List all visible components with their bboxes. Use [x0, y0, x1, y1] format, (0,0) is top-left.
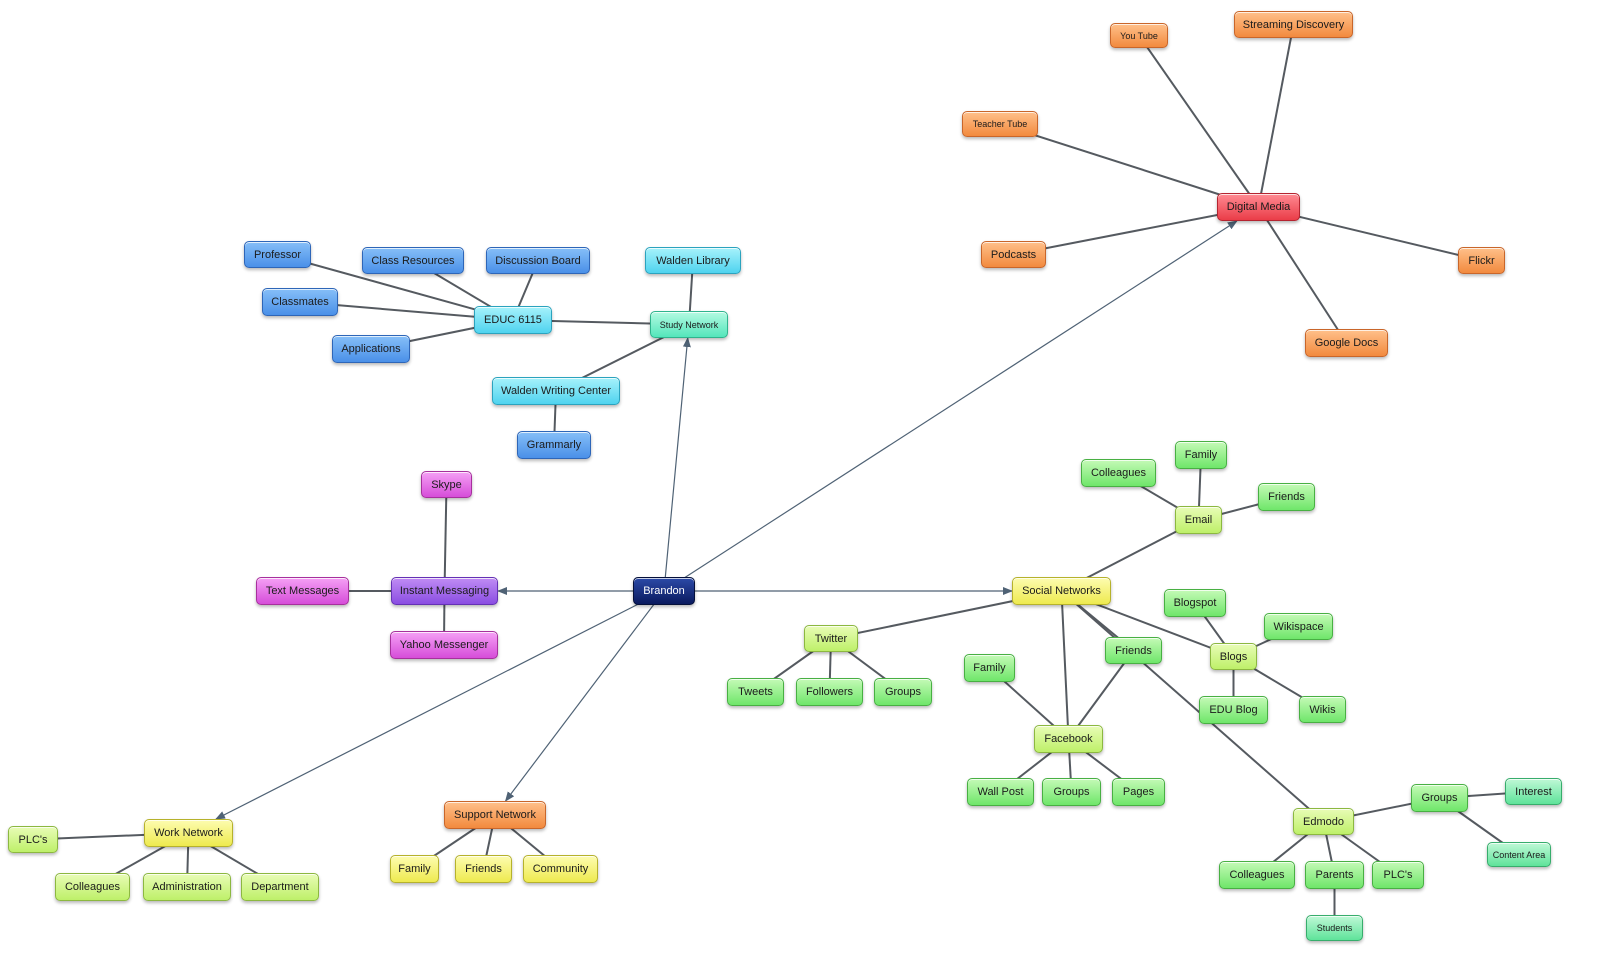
node-students[interactable]: Students — [1306, 915, 1363, 941]
connector-digital_media-streaming_discovery — [1257, 24, 1295, 208]
node-followers[interactable]: Followers — [796, 678, 863, 706]
node-community[interactable]: Community — [523, 855, 598, 883]
node-twitter[interactable]: Twitter — [804, 625, 858, 652]
node-support-friends[interactable]: Friends — [455, 855, 512, 883]
node-work-network[interactable]: Work Network — [144, 819, 233, 847]
node-support-family[interactable]: Family — [390, 855, 439, 883]
node-flickr[interactable]: Flickr — [1458, 247, 1505, 274]
node-walden-writing-center[interactable]: Walden Writing Center — [492, 377, 620, 405]
node-email[interactable]: Email — [1175, 506, 1222, 534]
node-facebook-groups[interactable]: Groups — [1042, 778, 1101, 806]
connector-instant_messaging-skype — [443, 484, 448, 592]
node-wall-post[interactable]: Wall Post — [967, 778, 1034, 806]
node-edmodo[interactable]: Edmodo — [1293, 808, 1354, 835]
node-streaming-discovery[interactable]: Streaming Discovery — [1234, 11, 1353, 38]
node-interest[interactable]: Interest — [1505, 778, 1562, 805]
node-walden-library[interactable]: Walden Library — [645, 247, 741, 274]
node-grammarly[interactable]: Grammarly — [517, 431, 591, 459]
node-twitter-groups[interactable]: Groups — [874, 678, 932, 706]
node-edu-blog[interactable]: EDU Blog — [1199, 696, 1268, 724]
node-applications[interactable]: Applications — [332, 335, 410, 363]
node-social-friends[interactable]: Friends — [1105, 637, 1162, 664]
node-email-colleagues[interactable]: Colleagues — [1081, 459, 1156, 487]
node-content-area[interactable]: Content Area — [1487, 842, 1551, 867]
node-email-friends[interactable]: Friends — [1258, 483, 1315, 511]
connector-brandon-study_network — [663, 337, 691, 592]
node-blogs[interactable]: Blogs — [1210, 643, 1257, 670]
node-skype[interactable]: Skype — [421, 471, 472, 498]
node-administration[interactable]: Administration — [143, 873, 231, 901]
node-class-resources[interactable]: Class Resources — [362, 247, 464, 274]
connector-brandon-digital_media — [663, 220, 1238, 592]
node-you-tube[interactable]: You Tube — [1110, 23, 1168, 48]
node-yahoo-messenger[interactable]: Yahoo Messenger — [390, 631, 498, 659]
node-brandon[interactable]: Brandon — [633, 577, 695, 605]
node-edmodo-plcs[interactable]: PLC's — [1372, 861, 1424, 889]
node-wikis[interactable]: Wikis — [1299, 696, 1346, 723]
node-pages[interactable]: Pages — [1112, 778, 1165, 806]
node-wikispace[interactable]: Wikispace — [1264, 613, 1333, 640]
node-facebook[interactable]: Facebook — [1034, 725, 1103, 753]
node-work-colleagues[interactable]: Colleagues — [55, 873, 130, 901]
node-study-network[interactable]: Study Network — [650, 311, 728, 338]
node-blogspot[interactable]: Blogspot — [1164, 589, 1226, 617]
connector-brandon-work_network — [215, 590, 665, 820]
node-classmates[interactable]: Classmates — [262, 288, 338, 316]
node-educ-6115[interactable]: EDUC 6115 — [474, 306, 552, 334]
node-discussion-board[interactable]: Discussion Board — [486, 247, 590, 274]
node-work-plcs[interactable]: PLC's — [8, 826, 58, 853]
node-digital-media[interactable]: Digital Media — [1217, 193, 1300, 221]
node-social-networks[interactable]: Social Networks — [1012, 577, 1111, 605]
node-department[interactable]: Department — [241, 873, 319, 901]
node-tweets[interactable]: Tweets — [727, 678, 784, 706]
connector-social_networks-facebook — [1060, 590, 1070, 740]
node-teacher-tube[interactable]: Teacher Tube — [962, 111, 1038, 137]
connector-digital_media-you_tube — [1138, 34, 1260, 208]
connector-digital_media-google_docs — [1257, 206, 1348, 344]
node-podcasts[interactable]: Podcasts — [981, 241, 1046, 268]
node-facebook-family[interactable]: Family — [964, 654, 1015, 682]
connector-brandon-support_network — [504, 590, 665, 802]
node-instant-messaging[interactable]: Instant Messaging — [391, 577, 498, 605]
node-parents[interactable]: Parents — [1305, 861, 1364, 889]
node-professor[interactable]: Professor — [244, 241, 311, 268]
node-email-family[interactable]: Family — [1175, 441, 1227, 469]
node-google-docs[interactable]: Google Docs — [1305, 329, 1388, 357]
node-edmodo-colleagues[interactable]: Colleagues — [1219, 861, 1295, 889]
node-text-messages[interactable]: Text Messages — [256, 577, 349, 605]
node-support-network[interactable]: Support Network — [444, 801, 546, 829]
node-edmodo-groups[interactable]: Groups — [1411, 784, 1468, 812]
